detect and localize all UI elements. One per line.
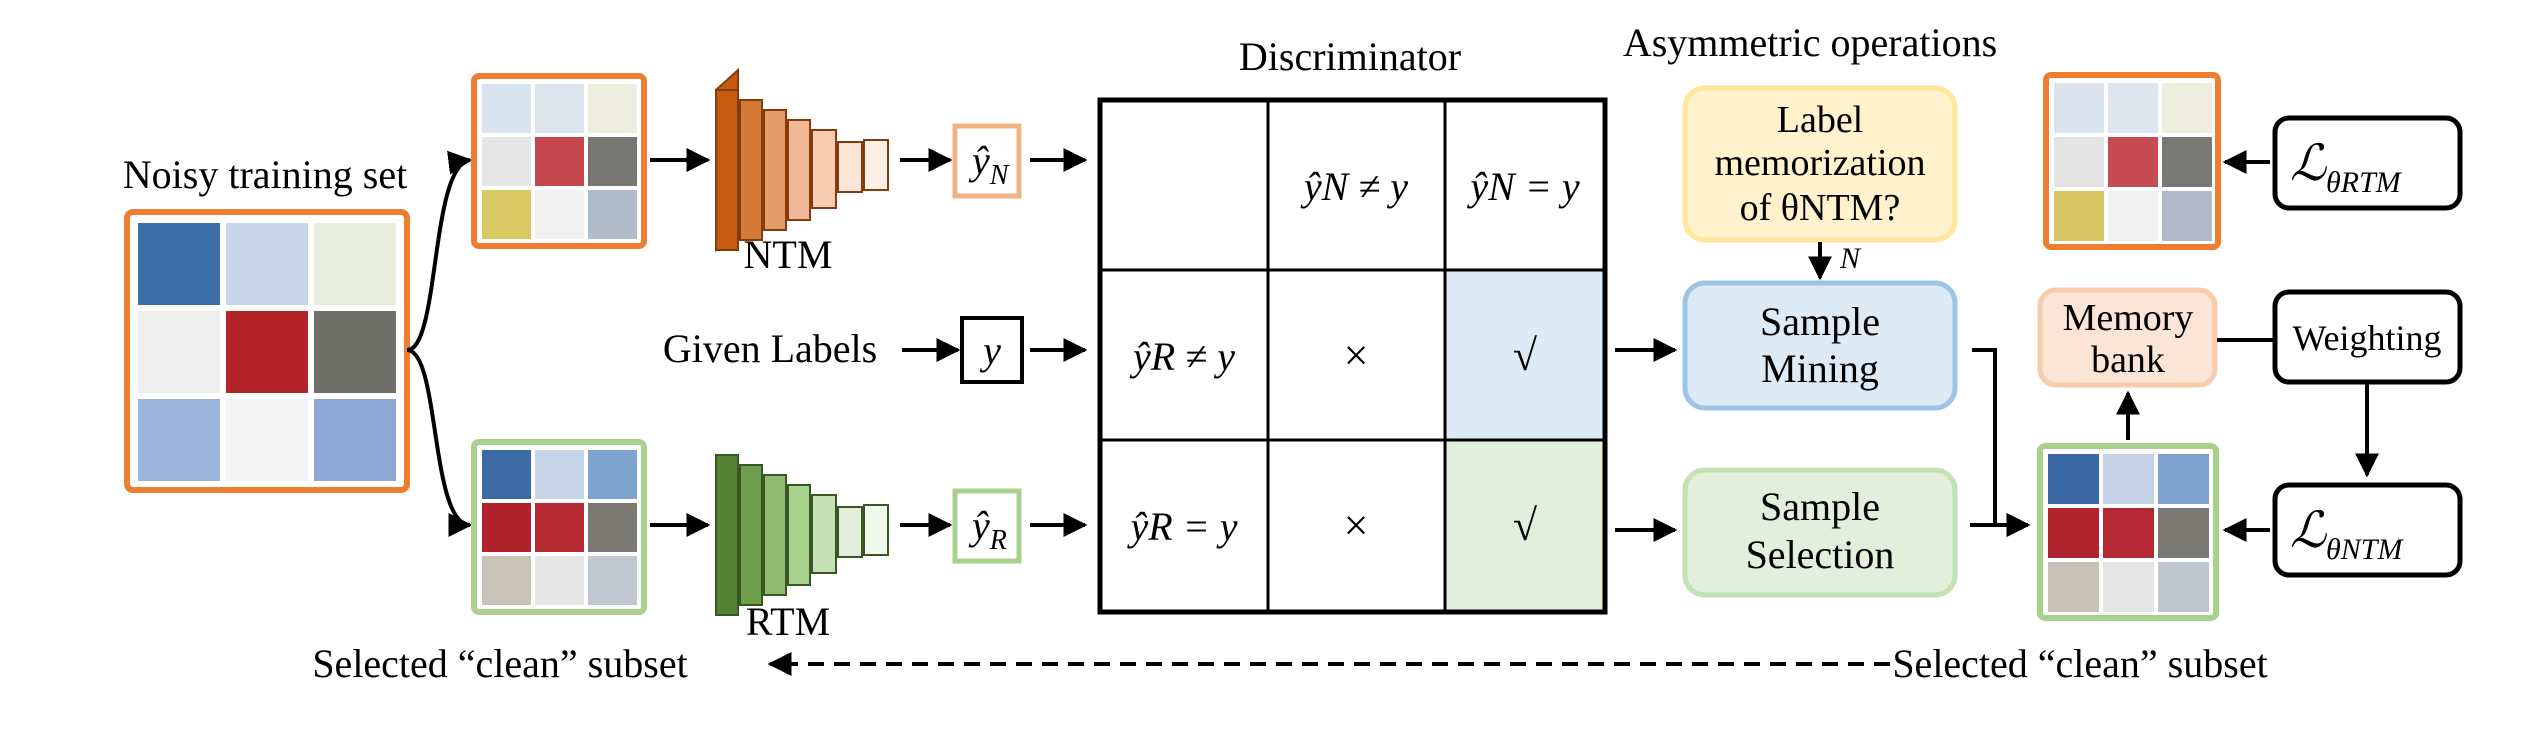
ntm-network-icon xyxy=(715,67,889,253)
rtm-output-box xyxy=(952,488,1022,564)
rtm-network-icon xyxy=(715,454,889,616)
given-label-box xyxy=(960,316,1024,384)
table-r2c1-cross: × xyxy=(1344,501,1369,550)
ntm-output-symbol: ŷN xyxy=(968,138,1010,191)
rtm-label: RTM xyxy=(746,599,830,644)
table-r1c1-cross: × xyxy=(1344,331,1369,380)
selection-line2: Selection xyxy=(1746,532,1895,577)
weighting-box xyxy=(2272,289,2463,385)
sample-selection-box xyxy=(1682,467,1958,598)
ntm-input-grid xyxy=(471,73,647,249)
ntm-label: NTM xyxy=(744,232,833,277)
table-row1-head: ŷR ≠ y xyxy=(1129,334,1235,379)
rtm-output-symbol: ŷR xyxy=(968,503,1007,556)
discriminator-table xyxy=(1097,97,1608,615)
selected-clean-left: Selected “clean” subset xyxy=(312,641,687,686)
table-header-col1: ŷN ≠ y xyxy=(1300,164,1408,209)
memorization-line1: Label xyxy=(1777,99,1864,141)
weighting-text: Weighting xyxy=(2292,318,2441,358)
asymmetric-title: Asymmetric operations xyxy=(1623,20,1997,65)
loss-rtm-box xyxy=(2272,115,2463,211)
n-arrow-label: N xyxy=(1839,242,1862,275)
memorization-line3: of θNTM? xyxy=(1740,187,1901,229)
loss-ntm-box xyxy=(2272,482,2463,578)
rtm-input-grid xyxy=(471,439,647,615)
mining-line2: Mining xyxy=(1761,346,1879,391)
rtm-loss-grid xyxy=(2043,72,2221,250)
noisy-training-set-grid xyxy=(124,209,410,493)
selected-clean-right: Selected “clean” subset xyxy=(1892,641,2267,686)
selection-line1: Sample xyxy=(1760,484,1880,529)
sample-mining-box xyxy=(1682,280,1958,411)
memory-bank-box xyxy=(2037,287,2218,388)
table-r1c2-check: √ xyxy=(1513,331,1538,380)
table-r2c2-check: √ xyxy=(1513,501,1538,550)
memorization-line2: memorization xyxy=(1714,142,1925,184)
memorization-box xyxy=(1682,85,1958,243)
ntm-loss-grid xyxy=(2037,443,2219,621)
noisy-set-label: Noisy training set xyxy=(123,152,407,197)
memory-line2: bank xyxy=(2091,339,2165,381)
given-label-symbol: y xyxy=(979,328,1001,373)
table-header-col2: ŷN = y xyxy=(1466,164,1579,209)
memory-line1: Memory xyxy=(2063,297,2194,339)
given-labels-text: Given Labels xyxy=(663,326,877,371)
mining-line1: Sample xyxy=(1760,299,1880,344)
ntm-output-box xyxy=(952,123,1022,199)
loss-rtm-symbol: ℒθRTM xyxy=(2290,135,2403,199)
table-row2-head: ŷR = y xyxy=(1127,504,1238,549)
loss-ntm-symbol: ℒθNTM xyxy=(2290,502,2404,566)
discriminator-title: Discriminator xyxy=(1239,34,1461,79)
